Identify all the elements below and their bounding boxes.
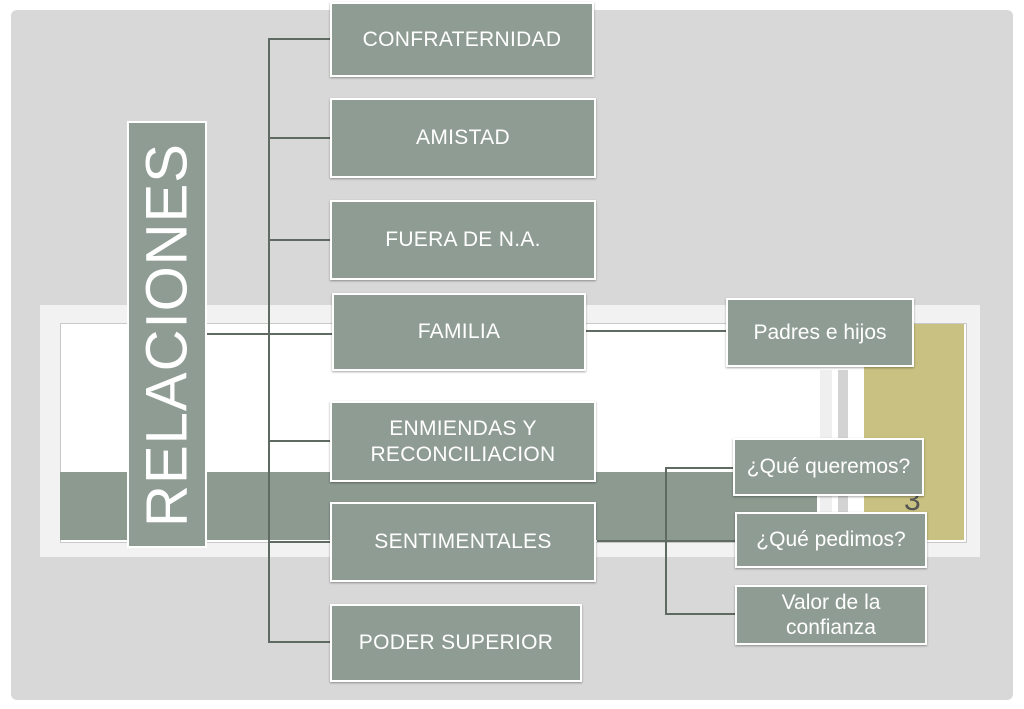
connector-branch bbox=[268, 239, 332, 241]
title-box: RELACIONES bbox=[127, 121, 207, 548]
connector-familia-child bbox=[586, 330, 728, 332]
category-poder-superior: PODER SUPERIOR bbox=[330, 604, 582, 682]
connector-branch bbox=[268, 641, 332, 643]
connector-branch bbox=[268, 333, 332, 335]
connector-branch bbox=[665, 467, 735, 469]
connector-branch bbox=[665, 540, 735, 542]
connector-title-to-trunk bbox=[207, 333, 269, 335]
category-sentimentales: SENTIMENTALES bbox=[330, 502, 596, 582]
connector-branch bbox=[268, 38, 332, 40]
category-amistad: AMISTAD bbox=[330, 98, 596, 178]
category-confraternidad: CONFRATERNIDAD bbox=[330, 2, 594, 77]
connector-branch bbox=[268, 541, 332, 543]
connector-sentimentales-link bbox=[597, 540, 667, 542]
child-que-pedimos: ¿Qué pedimos? bbox=[735, 512, 927, 568]
connector-branch bbox=[268, 137, 332, 139]
connector-trunk bbox=[268, 38, 270, 642]
connector-branch bbox=[665, 613, 737, 615]
child-padres-e-hijos: Padres e hijos bbox=[726, 298, 914, 367]
child-que-queremos: ¿Qué queremos? bbox=[733, 438, 924, 496]
child-valor-de-la-confianza: Valor de la confianza bbox=[735, 585, 927, 645]
category-familia: FAMILIA bbox=[332, 293, 586, 371]
title-text: RELACIONES bbox=[134, 142, 200, 527]
connector-branch bbox=[268, 440, 332, 442]
category-enmiendas: ENMIENDAS Y RECONCILIACION bbox=[330, 401, 596, 482]
category-fuera-de-na: FUERA DE N.A. bbox=[330, 200, 596, 280]
